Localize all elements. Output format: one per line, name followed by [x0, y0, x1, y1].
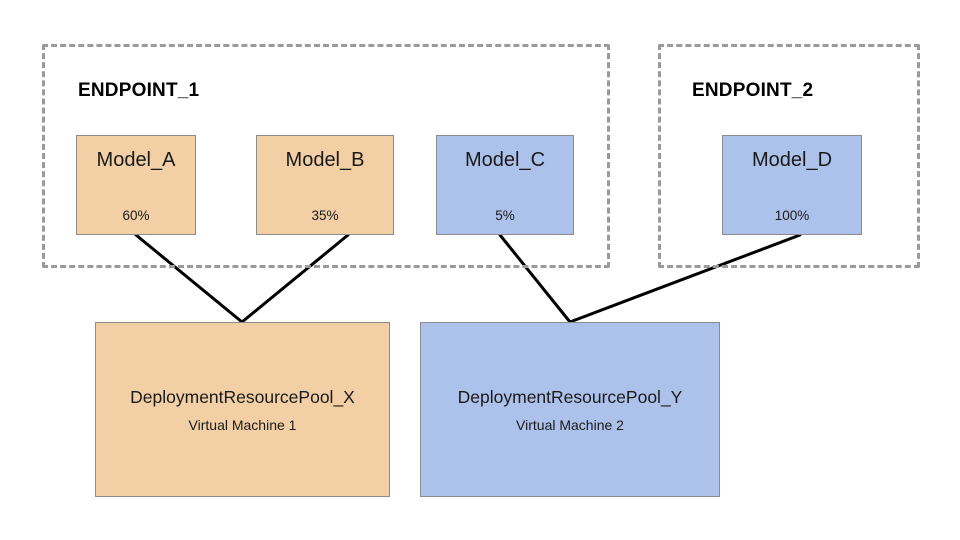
model-name: Model_B — [285, 149, 365, 171]
model-traffic-split: 60% — [122, 208, 150, 223]
model-box-model-d[interactable]: Model_D 100% — [722, 135, 862, 235]
model-name: Model_D — [751, 149, 833, 171]
model-name: Model_C — [464, 149, 546, 171]
endpoint-1-label: ENDPOINT_1 — [78, 80, 200, 101]
pool-machine-label: Virtual Machine 1 — [188, 416, 297, 433]
model-traffic-split: 100% — [774, 208, 810, 223]
pool-name: DeploymentResourcePool_X — [130, 386, 355, 407]
model-name: Model_A — [96, 149, 176, 171]
endpoint-2-label: ENDPOINT_2 — [692, 80, 814, 101]
pool-machine-label: Virtual Machine 2 — [516, 416, 624, 433]
model-box-model-a[interactable]: Model_A 60% — [76, 135, 196, 235]
model-box-model-b[interactable]: Model_B 35% — [256, 135, 394, 235]
pool-box-deploymentresourcepool-y[interactable]: DeploymentResourcePool_Y Virtual Machine… — [420, 322, 720, 497]
pool-box-deploymentresourcepool-x[interactable]: DeploymentResourcePool_X Virtual Machine… — [95, 322, 390, 497]
model-box-model-c[interactable]: Model_C 5% — [436, 135, 574, 235]
model-traffic-split: 5% — [495, 208, 515, 223]
pool-name: DeploymentResourcePool_Y — [457, 386, 683, 407]
model-traffic-split: 35% — [311, 208, 339, 223]
